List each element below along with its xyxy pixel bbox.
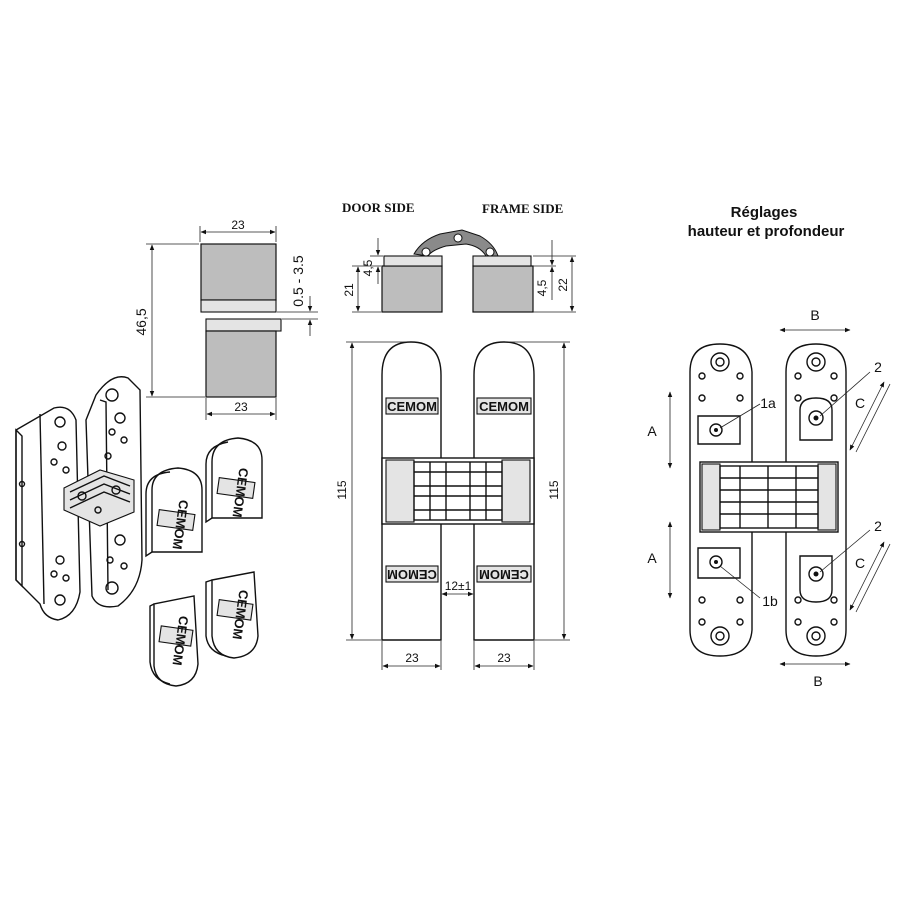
dim-frame-height: 22 xyxy=(556,278,570,292)
label-c-bottom: C xyxy=(855,555,865,571)
dim-width-left: 23 xyxy=(405,651,419,665)
label-1b: 1b xyxy=(762,593,778,609)
logo-4: CEMOM xyxy=(479,567,529,582)
heading-door-side: DOOR SIDE xyxy=(342,200,415,215)
label-b-top: B xyxy=(810,307,819,323)
adjust-title-line1: Réglages xyxy=(731,204,798,221)
dim-top-width: 23 xyxy=(231,218,245,232)
side-profile-view: DOOR SIDE FRAME SIDE 21 4,5 22 4,5 xyxy=(342,200,576,313)
logo-plate-4 xyxy=(476,565,532,583)
dim-door-step: 4,5 xyxy=(361,259,375,276)
dim-gap: 0.5 - 3.5 xyxy=(290,255,306,307)
door-block xyxy=(381,265,443,313)
dim-length-left: 115 xyxy=(335,480,349,499)
isometric-hinge xyxy=(15,376,143,621)
logo-plate-3 xyxy=(385,565,439,583)
cap-1 xyxy=(151,467,203,553)
logo-plate-2 xyxy=(476,397,532,415)
label-a-bottom: A xyxy=(647,550,657,566)
dim-door-height: 21 xyxy=(342,283,356,297)
label-b-bottom: B xyxy=(813,673,822,689)
left-block-view: 23 46,5 0.5 - 3.5 23 xyxy=(133,218,318,420)
label-a-top: A xyxy=(647,423,657,439)
lower-block xyxy=(205,330,277,398)
cap-3-logo: CEMOM xyxy=(170,615,192,666)
front-view: CEMOM CEMOM CEMOM CEMOM 115 115 12±1 23 … xyxy=(335,341,570,670)
logo-2: CEMOM xyxy=(479,399,529,414)
label-2-top: 2 xyxy=(874,359,882,375)
label-c-top: C xyxy=(855,395,865,411)
door-plate xyxy=(15,406,81,621)
adjustment-view: Réglages hauteur et profondeur xyxy=(647,204,891,689)
logo-plate-1 xyxy=(385,397,439,415)
dim-width-right: 23 xyxy=(497,651,511,665)
dim-gap-front: 12±1 xyxy=(445,579,472,593)
hinge-mechanism xyxy=(63,469,135,527)
label-2-bottom: 2 xyxy=(874,518,882,534)
dim-height: 46,5 xyxy=(133,308,149,335)
lower-block-lip xyxy=(205,318,282,332)
cover-caps: CEMOM CEMOM CEMOM CEMOM xyxy=(145,437,263,687)
label-1a: 1a xyxy=(760,395,776,411)
cap-1-logo: CEMOM xyxy=(170,499,192,550)
dim-length-right: 115 xyxy=(547,480,561,499)
dim-frame-step: 4,5 xyxy=(535,279,549,296)
frame-block xyxy=(472,265,534,313)
upper-block-lip xyxy=(200,299,277,313)
cap-4-logo: CEMOM xyxy=(230,589,252,640)
logo-1: CEMOM xyxy=(387,399,437,414)
cap-2-logo: CEMOM xyxy=(230,467,252,518)
heading-frame-side: FRAME SIDE xyxy=(482,201,563,216)
upper-block xyxy=(200,243,277,301)
adjust-mechanism xyxy=(699,461,839,533)
dim-bottom-width: 23 xyxy=(234,400,248,414)
logo-3: CEMOM xyxy=(387,567,437,582)
adjust-title-line2: hauteur et profondeur xyxy=(688,223,845,240)
